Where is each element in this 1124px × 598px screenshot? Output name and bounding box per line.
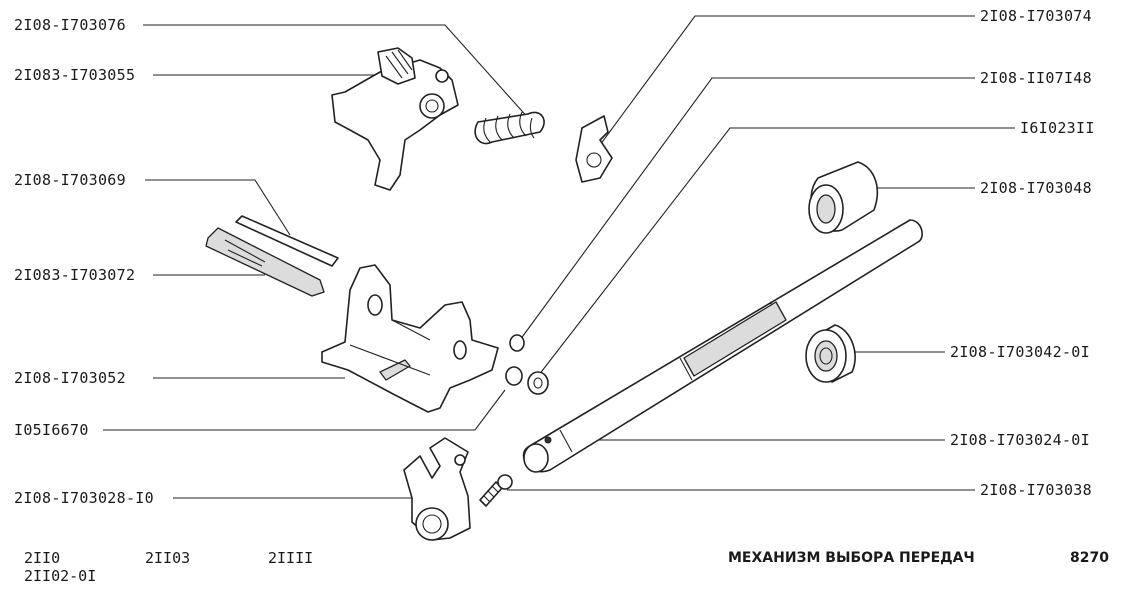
- label-part-2108-1703074: 2I08-I703074: [980, 7, 1092, 25]
- diagram-title: МЕХАНИЗМ ВЫБОРА ПЕРЕДАЧ: [728, 550, 975, 566]
- label-part-21083-1703055: 2I083-I703055: [14, 66, 136, 84]
- label-part-2108-1107148: 2I08-II07I48: [980, 69, 1092, 87]
- selector-lever-part: [331, 47, 459, 191]
- bearing-part: [805, 324, 856, 383]
- label-part-2108-1703042-01: 2I08-I703042-0I: [950, 343, 1090, 361]
- washers-part: [505, 334, 549, 395]
- label-part-2108-1703024-01: 2I08-I703024-0I: [950, 431, 1090, 449]
- model-2113: 2II03: [145, 549, 191, 567]
- bushing-part: [808, 161, 879, 234]
- bracket-part: [321, 264, 499, 413]
- label-part-2108-1703069: 2I08-I703069: [14, 171, 126, 189]
- label-part-2108-1703076: 2I08-I703076: [14, 16, 126, 34]
- lock-plate-part: [575, 115, 613, 183]
- label-part-2108-1703038: 2I08-I703038: [980, 481, 1092, 499]
- label-part-10516670: I05I6670: [14, 421, 89, 439]
- label-part-21083-1703072: 2I083-I703072: [14, 266, 136, 284]
- label-part-2108-1703052: 2I08-I703052: [14, 369, 126, 387]
- model-2110: 2II0: [24, 549, 61, 567]
- fork-lever-part: [403, 437, 471, 541]
- page-code: 8270: [1070, 550, 1109, 566]
- leader-lines: [103, 15, 1015, 499]
- model-2111: 2IIII: [268, 549, 314, 567]
- label-part-2108-1703028-10: 2I08-I703028-I0: [14, 489, 154, 507]
- shaft-part: [522, 219, 923, 473]
- label-part-16102311: I6I023II: [1020, 119, 1095, 137]
- model-21102-01: 2II02-0I: [24, 567, 97, 585]
- axle-pins-part: [205, 215, 339, 297]
- spring-part: [474, 111, 545, 145]
- label-part-2108-1703048: 2I08-I703048: [980, 179, 1092, 197]
- screw-part: [479, 474, 513, 507]
